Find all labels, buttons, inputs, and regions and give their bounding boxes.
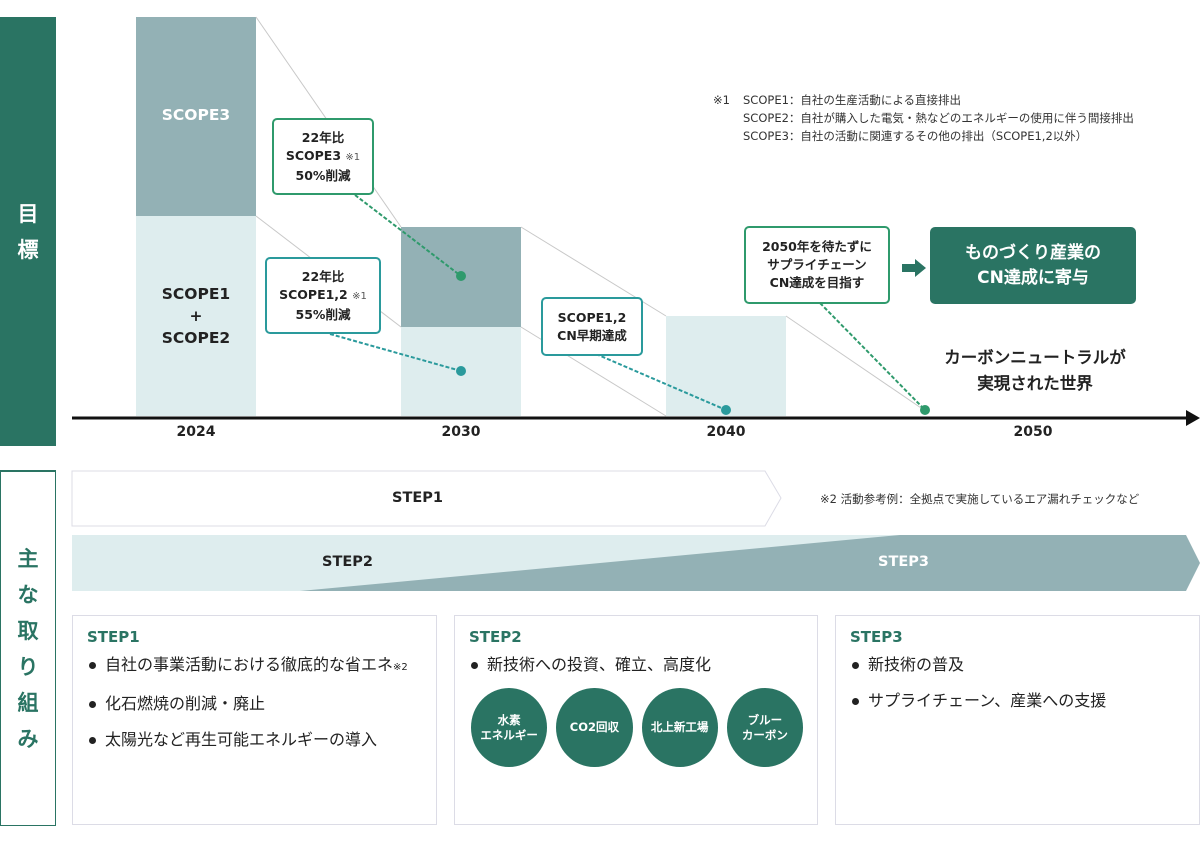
bar-2024-scope3 (136, 17, 256, 216)
action-char: な (17, 582, 39, 607)
footnote-ref: ※1 (345, 151, 361, 163)
tech-circle-co2-capture: CO2回収 (556, 688, 633, 767)
bar-label-line: + (189, 307, 203, 325)
guide-lines (255, 16, 925, 417)
goal-box-line: ものづくり産業の (965, 242, 1101, 263)
callout-scope3-target: 22年比 SCOPE3 ※1 50%削減 (272, 118, 374, 195)
goal-char: 標 (17, 237, 39, 262)
world-text-line: カーボンニュートラルが (944, 348, 1126, 367)
timeline-diagram (72, 16, 1200, 426)
list-item: 新技術の普及 (850, 652, 1185, 678)
card-list: 自社の事業活動における徹底的な省エネ※2 化石燃焼の削減・廃止 太陽光など再生可… (87, 652, 422, 753)
action-char: み (17, 726, 39, 751)
step1-band-label: STEP1 (392, 490, 443, 506)
goal-char: 目 (17, 201, 39, 226)
year-label-2030: 2030 (441, 424, 481, 440)
step3-band-label: STEP3 (878, 554, 929, 570)
callout-line: SCOPE1,2 (557, 309, 627, 325)
bar-label-line: SCOPE1 (161, 285, 231, 303)
callout-cn-early: SCOPE1,2 CN早期達成 (541, 297, 643, 356)
callout-line: 2050年を待たずに (762, 239, 872, 254)
callout-line: SCOPE1,2 (279, 286, 348, 302)
action-char: 主 (17, 546, 39, 571)
tech-circle-blue-carbon: ブルーカーボン (726, 688, 803, 767)
footnote-row: SCOPE3：自社の活動に関連するその他の排出（SCOPE1,2以外） (743, 129, 1088, 143)
leader-cn-early (595, 353, 727, 411)
callout-line: 55%削減 (295, 306, 351, 322)
action-char: 取 (17, 618, 39, 643)
footnote-activity-example: ※2 活動参考例：全拠点で実施しているエア漏れチェックなど (820, 492, 1140, 506)
bar-2040-scope12 (666, 316, 786, 416)
axis-arrowhead-icon (1186, 410, 1200, 426)
callout-line: CN達成を目指す (769, 275, 865, 290)
year-label-2050: 2050 (1013, 424, 1053, 440)
action-char: 組 (17, 690, 39, 715)
footnote-ref: ※1 (352, 290, 367, 302)
list-item: 新技術への投資、確立、高度化 (469, 652, 803, 678)
step2-band (72, 535, 900, 591)
footnote-mark: ※1 (713, 93, 730, 107)
step1-chevron (71, 470, 782, 527)
footnote-row: SCOPE2：自社が購入した電気・熱などのエネルギーの使用に伴う間接排出 (743, 111, 1134, 125)
carbon-neutral-world-text: カーボンニュートラルが 実現された世界 (920, 345, 1150, 397)
card-title: STEP2 (469, 628, 522, 646)
footnote-row: SCOPE1：自社の生産活動による直接排出 (743, 93, 962, 107)
tech-circle-kitakami-plant: 北上新工場 (641, 688, 718, 767)
dot-scope12-2030 (456, 366, 466, 376)
callout-line: 22年比 (301, 268, 345, 284)
dot-cn-early-2040 (721, 405, 731, 415)
callout-line: SCOPE3 (285, 147, 342, 163)
bar-label-scope12: SCOPE1 + SCOPE2 (136, 283, 256, 349)
card-list: 新技術への投資、確立、高度化 (469, 652, 803, 678)
leader-scope3 (354, 194, 462, 277)
list-item: 化石燃焼の削減・廃止 (87, 691, 422, 717)
dot-supply (920, 405, 930, 415)
bar-2024-scope12 (136, 216, 256, 416)
goal-box: ものづくり産業の CN達成に寄与 (930, 227, 1136, 304)
technology-circles: 水素エネルギー CO2回収 北上新工場 ブルーカーボン (471, 688, 803, 767)
callout-line: CN早期達成 (557, 327, 627, 343)
leader-supply (819, 302, 926, 411)
year-label-2040: 2040 (706, 424, 746, 440)
actions-side-label: 主 な 取 り 組 み (0, 470, 56, 826)
leader-scope12 (329, 333, 462, 372)
action-char: り (17, 654, 39, 679)
tech-circle-hydrogen: 水素エネルギー (471, 688, 548, 767)
card-step3: STEP3 新技術の普及 サプライチェーン、産業への支援 (835, 615, 1200, 825)
callout-line: サプライチェーン (767, 257, 867, 272)
card-title: STEP1 (87, 628, 140, 646)
footnote-ref: ※2 (393, 662, 408, 673)
dot-scope3-2030 (456, 271, 466, 281)
goal-side-label: 目 標 (0, 17, 56, 446)
callout-scope12-target: 22年比 SCOPE1,2 ※1 55%削減 (265, 257, 381, 334)
card-step1: STEP1 自社の事業活動における徹底的な省エネ※2 化石燃焼の削減・廃止 太陽… (72, 615, 437, 825)
steps-band (71, 470, 1200, 591)
arrow-right-icon (902, 259, 926, 277)
year-label-2024: 2024 (176, 424, 216, 440)
card-list: 新技術の普及 サプライチェーン、産業への支援 (850, 652, 1185, 714)
bar-label-line: SCOPE2 (161, 329, 231, 347)
card-title: STEP3 (850, 628, 903, 646)
goal-box-line: CN達成に寄与 (977, 267, 1089, 288)
card-step2: STEP2 新技術への投資、確立、高度化 水素エネルギー CO2回収 北上新工場… (454, 615, 818, 825)
callout-line: 50%削減 (295, 167, 351, 183)
list-item: 自社の事業活動における徹底的な省エネ※2 (87, 652, 422, 681)
callout-supply-chain: 2050年を待たずに サプライチェーン CN達成を目指す (744, 226, 890, 304)
list-item: 太陽光など再生可能エネルギーの導入 (87, 727, 422, 753)
footnote-scope-definitions: ※1 SCOPE1：自社の生産活動による直接排出 SCOPE2：自社が購入した電気… (713, 91, 1134, 145)
callout-line: 22年比 (301, 129, 345, 145)
world-text-line: 実現された世界 (977, 374, 1093, 393)
list-item: サプライチェーン、産業への支援 (850, 688, 1185, 714)
step2-band-label: STEP2 (322, 554, 373, 570)
bar-label-scope3: SCOPE3 (161, 106, 231, 124)
